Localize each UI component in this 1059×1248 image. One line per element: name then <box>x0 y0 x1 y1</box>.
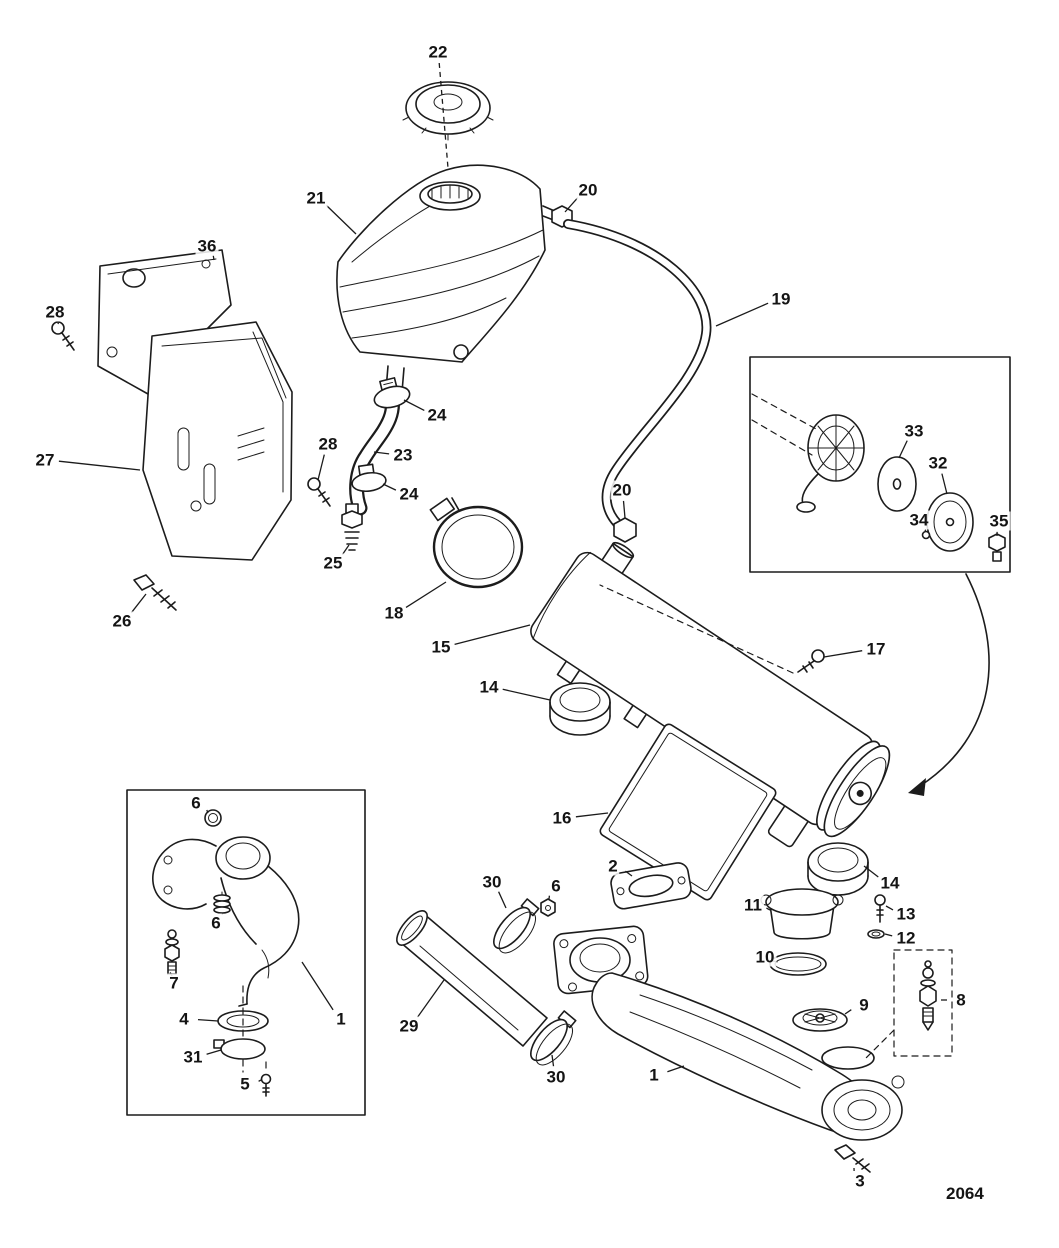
mounting-bracket-lower <box>142 321 293 561</box>
exhaust-hose-29 <box>396 910 548 1047</box>
washer-12 <box>867 929 885 939</box>
end-cap-inset-box <box>749 356 1011 573</box>
mounting-grommet-rear-14 <box>807 842 869 896</box>
reservoir-cap <box>402 81 494 141</box>
hose-nut-lower-20 <box>613 517 637 543</box>
inset-spring-6 <box>213 894 231 914</box>
mounting-grommet-front-14 <box>549 682 611 736</box>
hose-clamp-upper-24 <box>373 377 411 409</box>
inset-ring-6 <box>204 809 222 827</box>
inset-clamp-31 <box>213 1038 266 1060</box>
end-cap-housing <box>796 414 865 513</box>
manifold-screw-3 <box>834 1144 871 1173</box>
exhaust-manifold-1 <box>553 925 905 1141</box>
manifold-inset-box <box>126 789 366 1116</box>
inset-screw-5 <box>260 1073 272 1097</box>
barb-fitting-25 <box>341 503 363 551</box>
elbow-gasket-2 <box>610 862 692 910</box>
end-cap-plate-32 <box>926 492 974 552</box>
mounting-plate-16 <box>599 723 777 901</box>
bracket-screw-upper-28 <box>51 321 75 351</box>
drain-plug-6 <box>540 898 556 917</box>
inset-sensor-7 <box>164 929 180 975</box>
pin-34 <box>921 530 931 540</box>
hose-clamp-30-upper <box>493 898 540 954</box>
thermostat-housing-11 <box>760 888 844 940</box>
coolant-reservoir <box>336 164 558 393</box>
figure-number: 2064 <box>946 1184 984 1203</box>
end-cap-gasket-33 <box>877 456 917 512</box>
bracket-screw-right-28 <box>307 477 331 507</box>
temperature-sender-8 <box>865 949 953 1059</box>
overflow-hose-23 <box>349 382 400 516</box>
inset-manifold-body-1 <box>152 836 300 1007</box>
thermostat-9 <box>792 1008 848 1032</box>
housing-screw-13 <box>874 894 886 923</box>
lag-screw-26 <box>133 574 177 611</box>
exchanger-screw-17 <box>797 649 825 673</box>
exhaust-hose-clamp-18 <box>429 497 524 589</box>
vent-hose-19 <box>563 219 712 533</box>
hose-clamp-30-lower <box>530 1010 577 1066</box>
inset-pointer-arrow <box>908 573 990 796</box>
hose-clamp-lower-24 <box>351 463 387 493</box>
o-ring-10 <box>769 952 827 976</box>
end-cap-screw-35 <box>988 533 1006 562</box>
